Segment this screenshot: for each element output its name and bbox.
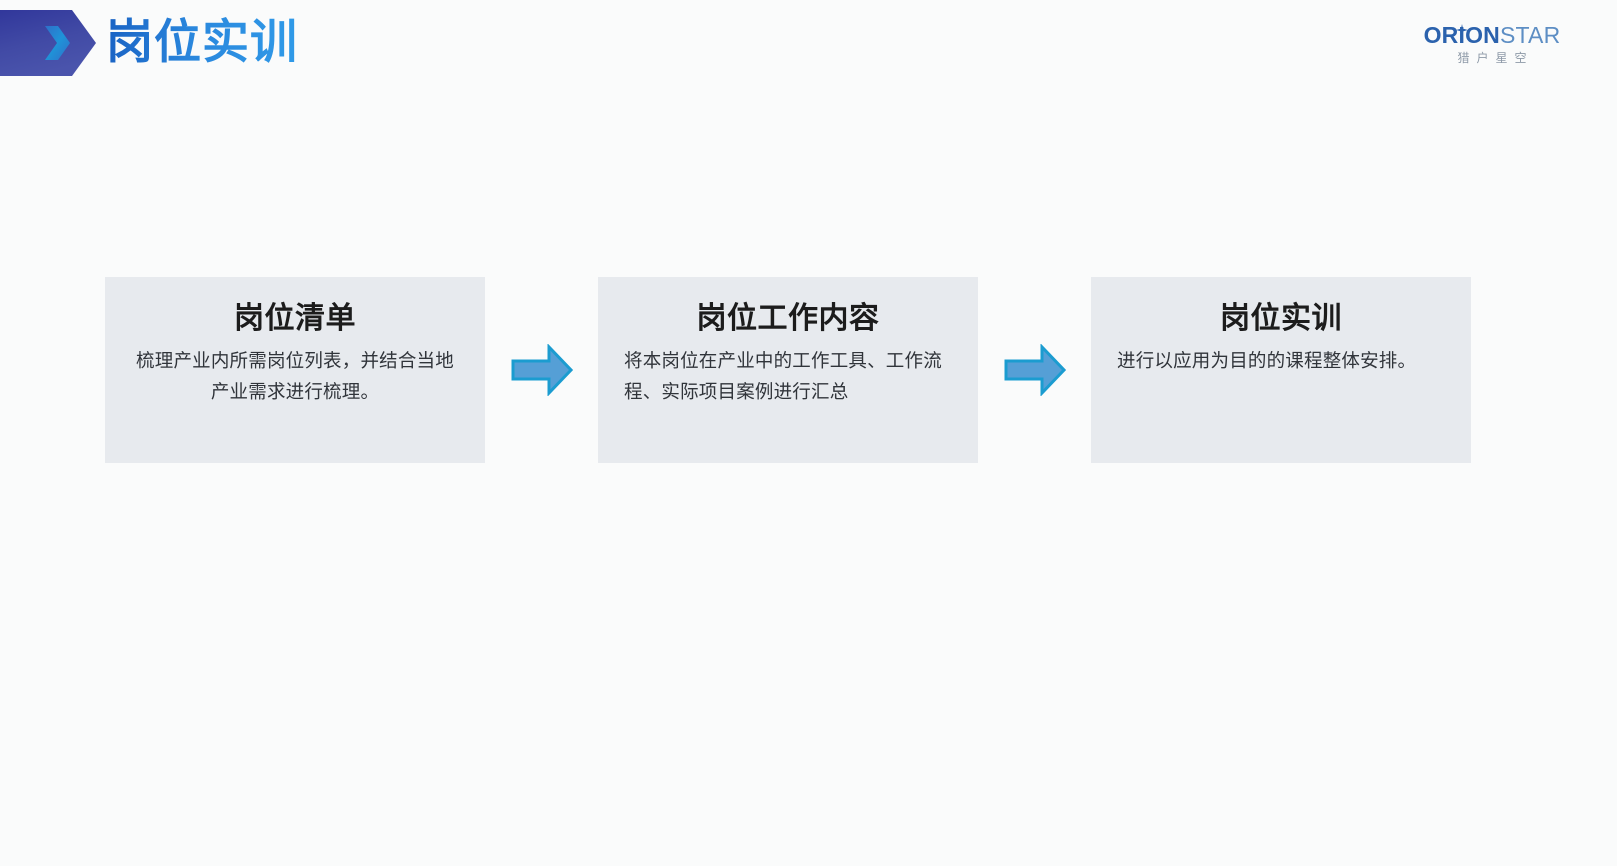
process-flow: 岗位清单 梳理产业内所需岗位列表，并结合当地产业需求进行梳理。 岗位工作内容 将… <box>105 277 1471 463</box>
logo-wordmark: ORIONSTAR <box>1399 22 1585 48</box>
flow-connector <box>978 277 1091 463</box>
flow-step-body: 进行以应用为目的的课程整体安排。 <box>1117 350 1417 371</box>
flow-step-title: 岗位工作内容 <box>696 302 880 335</box>
flow-step-body: 梳理产业内所需岗位列表，并结合当地产业需求进行梳理。 <box>136 350 454 402</box>
flow-step-card: 岗位实训 进行以应用为目的的课程整体安排。 <box>1091 277 1471 463</box>
arrow-right-icon <box>511 343 573 397</box>
arrow-right-icon <box>1004 343 1066 397</box>
page-title: 岗位实训 <box>106 9 298 75</box>
sparkle-icon <box>1456 15 1468 36</box>
brand-logo: ORIONSTAR 猎户星空 <box>1399 22 1585 66</box>
flow-step-card: 岗位工作内容 将本岗位在产业中的工作工具、工作流程、实际项目案例进行汇总 <box>598 277 978 463</box>
flow-step-body: 将本岗位在产业中的工作工具、工作流程、实际项目案例进行汇总 <box>624 350 942 402</box>
flow-step-card: 岗位清单 梳理产业内所需岗位列表，并结合当地产业需求进行梳理。 <box>105 277 485 463</box>
slide-header: 岗位实训 ORIONSTAR 猎户星空 <box>0 0 1617 95</box>
flow-step-title: 岗位清单 <box>234 302 356 335</box>
chevron-banner-icon <box>0 10 96 76</box>
flow-step-title: 岗位实训 <box>1220 302 1342 335</box>
logo-subtitle: 猎户星空 <box>1457 51 1534 65</box>
flow-connector <box>485 277 598 463</box>
logo-star-text: STAR <box>1499 22 1561 48</box>
